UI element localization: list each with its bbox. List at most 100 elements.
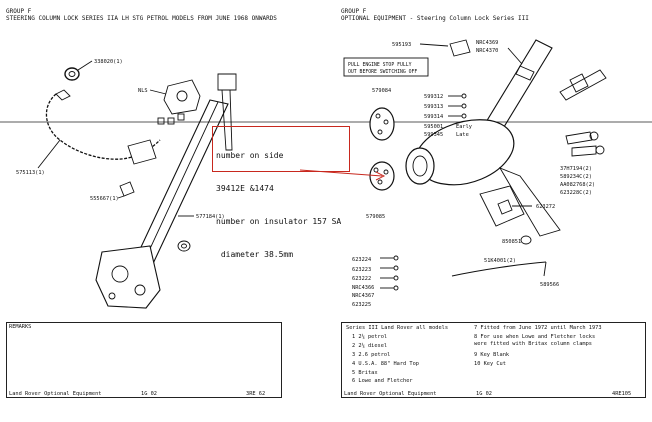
lock-body bbox=[163, 79, 201, 115]
legend-item-2: 2 2¼ diesel bbox=[352, 343, 388, 349]
right-page-title: OPTIONAL EQUIPMENT - Steering Column Loc… bbox=[341, 15, 529, 22]
part-label-623224: 623224 bbox=[352, 257, 371, 263]
switch-terminal bbox=[377, 129, 383, 135]
leader-line bbox=[149, 89, 167, 95]
legend-item-5: 5 Britax bbox=[352, 370, 378, 376]
right-footer-ref: 4RE105 bbox=[612, 391, 632, 397]
adjuster-fitting bbox=[177, 240, 191, 252]
part-label-37h7194: 37H7194(2) bbox=[560, 166, 592, 172]
part-label-51k4001: 51K4001(2) bbox=[484, 258, 516, 264]
legend-right-item-1: 7 Fitted from June 1972 until March 1973 bbox=[474, 325, 602, 331]
annotation-box: number on side 39412E &1474 number on in… bbox=[212, 126, 350, 259]
lock-collar-bore bbox=[412, 155, 428, 177]
key-bow bbox=[595, 145, 605, 155]
grommet-850851 bbox=[520, 235, 532, 245]
terminal bbox=[157, 117, 165, 125]
bracket-part bbox=[449, 39, 471, 57]
box-bolt bbox=[108, 292, 116, 300]
wiring-harness bbox=[45, 93, 161, 160]
part-label-599313: 599313 bbox=[424, 104, 443, 110]
part-label-555667: 555667(1) bbox=[90, 196, 119, 202]
screw-set-lower bbox=[380, 255, 399, 291]
remarks-box bbox=[6, 322, 282, 398]
switch-terminal bbox=[383, 169, 389, 175]
part-label-579085: 579085 bbox=[366, 214, 385, 220]
column-tube-inner bbox=[141, 101, 219, 267]
annotation-arrow-head bbox=[375, 171, 386, 181]
leader-line bbox=[419, 43, 449, 47]
part-label-850851: 850851 bbox=[502, 239, 521, 245]
ignition-switch-579084 bbox=[369, 107, 395, 141]
part-label-nrc4367: NRC4367 bbox=[352, 293, 374, 299]
clip-part bbox=[119, 181, 135, 197]
annotation-line-4: diameter 38.5mm bbox=[216, 250, 294, 259]
leader-line bbox=[117, 195, 125, 199]
lock-housing bbox=[416, 119, 515, 186]
adjuster-hole bbox=[181, 243, 187, 249]
cable-part bbox=[451, 261, 547, 277]
warning-label-line1: PULL ENGINE STOP FULLY bbox=[348, 62, 412, 68]
legend-right-item-5: 10 Key Cut bbox=[474, 361, 506, 367]
part-note-late: Late bbox=[456, 132, 469, 138]
part-label-623222: 623222 bbox=[352, 276, 371, 282]
legend-right-item-2: 8 For use when Lowe and Fletcher locks bbox=[474, 334, 596, 340]
switch-stalk bbox=[559, 69, 607, 101]
steering-box bbox=[95, 245, 161, 309]
harness-connector bbox=[55, 89, 71, 101]
legend-box bbox=[341, 322, 646, 398]
column-clamp-plate bbox=[479, 185, 525, 227]
right-footer-date: 1G 02 bbox=[476, 391, 492, 397]
left-group-label: GROUP F bbox=[6, 8, 32, 15]
right-group-label: GROUP F bbox=[341, 8, 367, 15]
part-label-599314: 599314 bbox=[424, 114, 443, 120]
part-label-589566: 589566 bbox=[540, 282, 559, 288]
box-boss bbox=[111, 265, 129, 283]
part-label-338020: 338020(1) bbox=[94, 59, 123, 65]
part-label-nrc4370: NRC4370 bbox=[476, 48, 498, 54]
leader-line bbox=[543, 261, 547, 277]
harness-plug bbox=[127, 139, 157, 165]
lock-collar bbox=[405, 147, 435, 185]
annotation-line-3: number on insulator 157 SA bbox=[216, 217, 342, 226]
box-boss bbox=[134, 284, 146, 296]
legend-item-3: 3 2.6 petrol bbox=[352, 352, 391, 358]
part-label-aa082768: AA082768(2) bbox=[560, 182, 595, 188]
part-label-nrc4366: NRC4366 bbox=[352, 285, 374, 291]
nut-623272 bbox=[497, 199, 513, 215]
key bbox=[571, 145, 597, 157]
legend-right-item-4: 9 Key Blank bbox=[474, 352, 510, 358]
leader-line bbox=[507, 47, 523, 65]
part-label-595193: 595193 bbox=[392, 42, 411, 48]
leader-line bbox=[77, 60, 93, 71]
stalk-boss bbox=[569, 73, 589, 93]
lock-barrel bbox=[176, 90, 188, 102]
part-label-nls: NLS bbox=[138, 88, 148, 94]
key bbox=[565, 131, 593, 145]
part-label-623272: 623272 bbox=[536, 204, 555, 210]
upper-shaft bbox=[221, 89, 233, 151]
screw-set-upper bbox=[448, 93, 467, 119]
part-label-589234c: 589234C(2) bbox=[560, 174, 592, 180]
column-clamp bbox=[515, 65, 535, 81]
left-page-title: STEERING COLUMN LOCK SERIES IIA LH STG P… bbox=[6, 15, 277, 22]
part-label-623223: 623223 bbox=[352, 267, 371, 273]
lower-shaft bbox=[498, 167, 561, 237]
legend-heading: Series III Land Rover all models bbox=[346, 325, 449, 331]
part-label-599345: 599345 bbox=[424, 132, 443, 138]
left-diagram bbox=[37, 60, 237, 309]
key-bow bbox=[589, 131, 599, 141]
part-label-579084: 579084 bbox=[372, 88, 391, 94]
part-label-623228c: 623228C(2) bbox=[560, 190, 592, 196]
warning-label-frame bbox=[343, 57, 429, 77]
grommet-part bbox=[64, 67, 80, 81]
legend-item-1: 1 2¼ petrol bbox=[352, 334, 388, 340]
part-label-575113: 575113(1) bbox=[16, 170, 45, 176]
legend-item-6: 6 Lowe and Fletcher bbox=[352, 378, 413, 384]
switch-terminal bbox=[375, 113, 381, 119]
left-footer-title: Land Rover Optional Equipment bbox=[9, 391, 102, 397]
annotation-line-1: number on side bbox=[216, 151, 284, 160]
leader-line bbox=[37, 139, 61, 169]
part-label-577184: 577184(1) bbox=[196, 214, 225, 220]
